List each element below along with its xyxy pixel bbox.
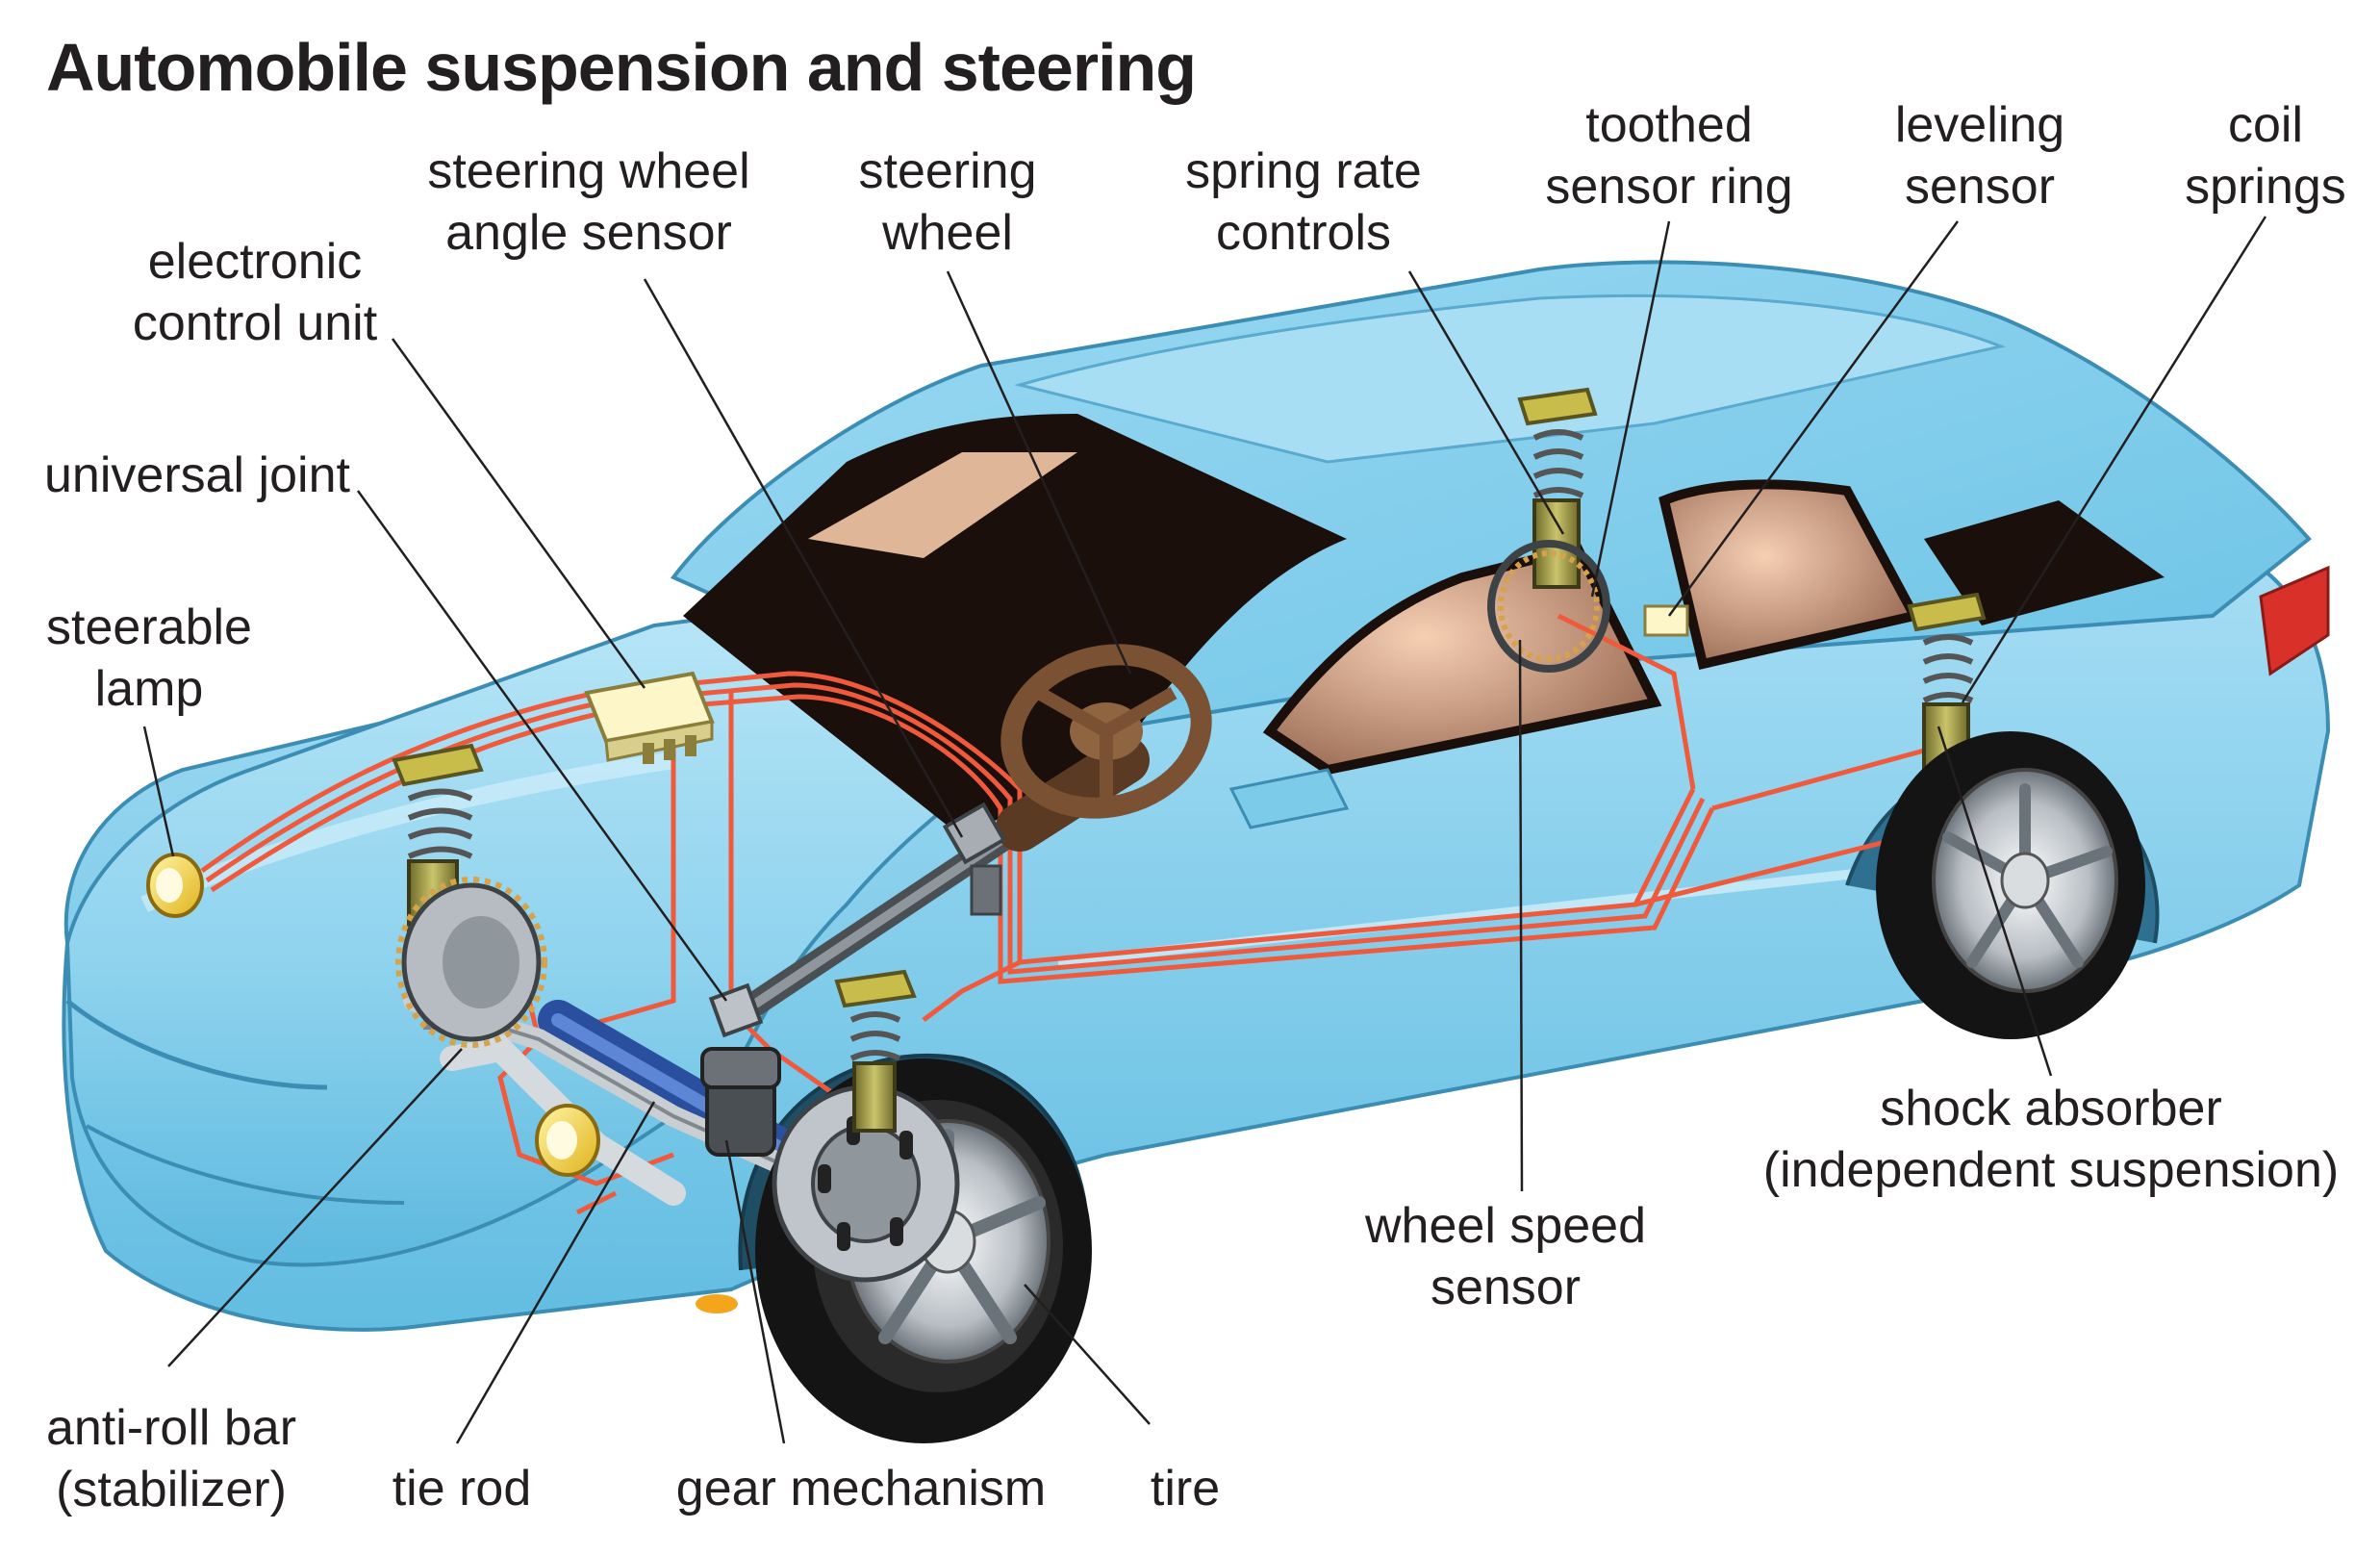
page-title: Automobile suspension and steering [46,30,1197,105]
label-coil-springs: coil springs [2185,97,2346,215]
rear-left-strut [1487,387,1610,673]
label-steering-wheel: steering wheel [858,143,1037,261]
label-universal-joint: universal joint [44,447,350,503]
label-wheel-speed-sensor: wheel speed sensor [1365,1198,1646,1315]
label-gear-mechanism: gear mechanism [675,1461,1047,1517]
label-anti-roll-bar: anti-roll bar (stabilizer) [45,1400,297,1517]
label-steerable-lamp: steerable lamp [46,599,252,717]
steering-assembly [708,644,1212,1038]
leveling-sensor-box [1643,604,1689,637]
label-tie-rod: tie rod [392,1461,532,1517]
steerable-lamp-right [535,1104,600,1177]
label-shock-absorber: shock absorber (independent suspension) [1762,1081,2340,1198]
rear-right-wheel [1876,731,2145,1039]
label-spring-rate-controls: spring rate controls [1185,143,1422,261]
label-leveling-sensor: leveling sensor [1894,97,2065,215]
label-electronic-control-unit: electronic control unit [132,234,378,351]
front-right-wheel [755,969,1092,1443]
label-steering-wheel-angle-sensor: steering wheel angle sensor [427,143,750,261]
electronic-control-unit-box [584,671,715,764]
label-tire: tire [1150,1461,1221,1517]
label-toothed-sensor-ring: toothed sensor ring [1545,97,1793,215]
steerable-lamp-left [146,853,204,918]
leader-lines [142,216,2267,1444]
front-left-strut [392,743,547,1048]
